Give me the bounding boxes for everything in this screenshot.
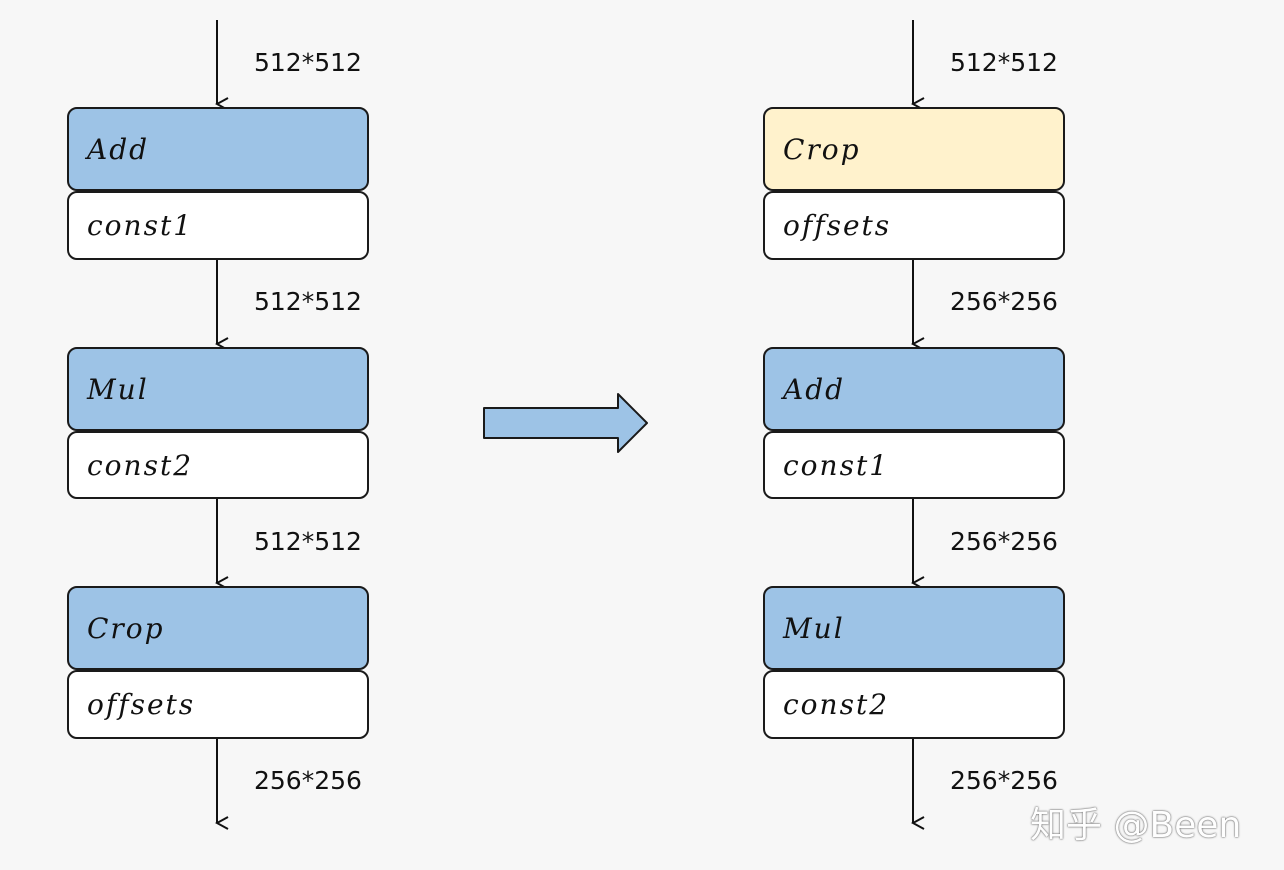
left-dim-1: 512*512 — [254, 287, 362, 316]
left-output-dim: 256*256 — [254, 766, 362, 795]
watermark-text: 知乎 @Been — [1030, 805, 1242, 846]
right-input-dim: 512*512 — [950, 48, 1058, 77]
left-mul-node: Mul — [67, 347, 369, 431]
left-crop-node: Crop — [67, 586, 369, 670]
left-offsets-node: offsets — [67, 670, 369, 739]
right-crop-node: Crop — [763, 107, 1065, 191]
left-const2-node: const2 — [67, 431, 369, 499]
right-mul-node: Mul — [763, 586, 1065, 670]
left-input-dim: 512*512 — [254, 48, 362, 77]
right-const2-node: const2 — [763, 670, 1065, 739]
right-output-dim: 256*256 — [950, 766, 1058, 795]
left-dim-2: 512*512 — [254, 527, 362, 556]
transform-arrow — [483, 393, 648, 453]
left-add-node: Add — [67, 107, 369, 191]
right-add-node: Add — [763, 347, 1065, 431]
right-offsets-node: offsets — [763, 191, 1065, 260]
right-dim-2: 256*256 — [950, 527, 1058, 556]
left-const1-node: const1 — [67, 191, 369, 260]
right-const1-node: const1 — [763, 431, 1065, 499]
right-dim-1: 256*256 — [950, 287, 1058, 316]
